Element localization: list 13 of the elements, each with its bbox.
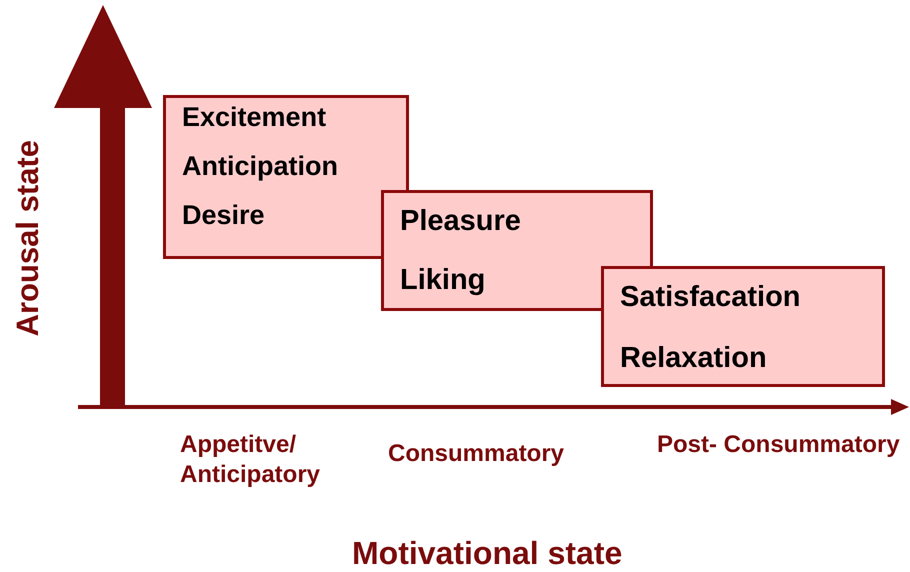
emotion-word: Liking [400, 266, 486, 295]
emotion-word: Anticipation [182, 153, 339, 180]
axis-title: Arousal state [10, 140, 46, 336]
emotion-word: Desire [182, 202, 266, 229]
axis-title: Motivational state [352, 535, 622, 572]
stage-label: Post- Consummatory [657, 430, 901, 460]
emotion-word: Excitement [182, 104, 328, 131]
stage-label: Consummatory [388, 440, 564, 468]
stage-label: Appetitve/ Anticipatory [180, 430, 322, 490]
emotion-word: Satisfacation [620, 283, 802, 312]
emotion-word: Relaxation [620, 344, 768, 373]
stage-box [601, 266, 885, 387]
emotion-word: Pleasure [400, 207, 522, 236]
